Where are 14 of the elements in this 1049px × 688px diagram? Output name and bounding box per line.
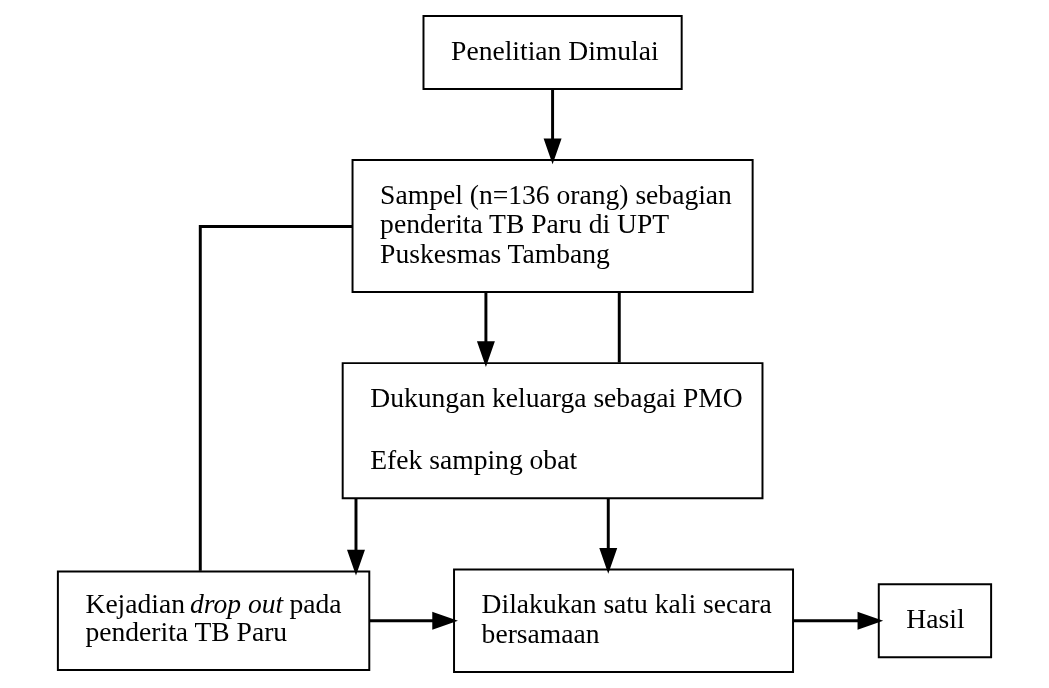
node-box: Hasil <box>877 583 993 659</box>
connector <box>617 292 621 363</box>
node-box: Kejadian drop out pada penderita TB Paru <box>56 570 371 671</box>
arrow <box>476 292 495 367</box>
node-box: Sampel (n=136 orang) sebagian penderita TB Paru di UPT Puskesmas Tambang <box>351 158 754 293</box>
arrow <box>543 89 562 165</box>
arrow <box>599 498 618 574</box>
arrow <box>793 611 884 630</box>
node-box: Dilakukan satu kali secara bersamaan <box>453 568 795 673</box>
node-box: Penelitian Dimulai <box>422 15 683 90</box>
connector <box>198 225 353 571</box>
arrow <box>369 611 458 630</box>
arrow <box>347 498 365 576</box>
node-box: Dukungan keluarga sebagai PMO Efek samping obat <box>341 362 764 500</box>
